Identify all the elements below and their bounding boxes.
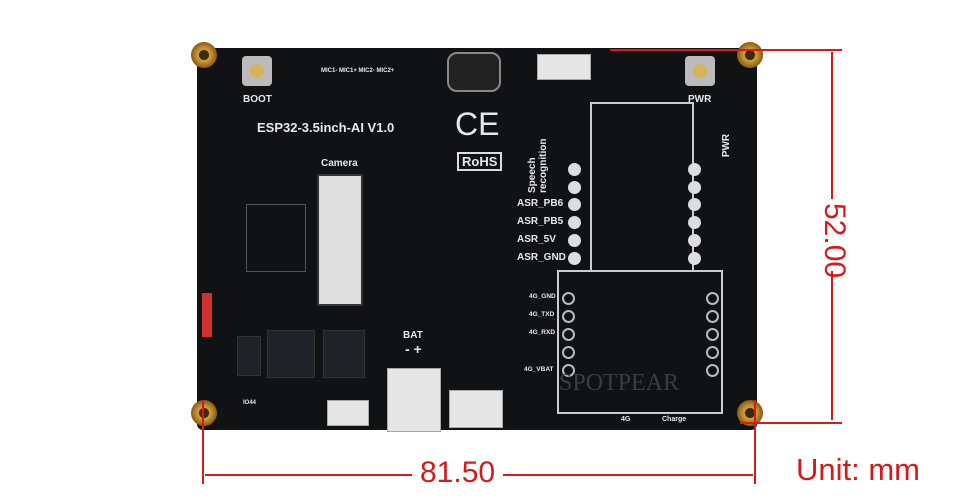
camera-connector	[317, 174, 363, 306]
ce-mark: CE	[455, 106, 500, 142]
recognition-text: recognition	[538, 138, 549, 193]
small-connector	[327, 400, 369, 426]
4g-label: 4G_GND	[529, 293, 556, 300]
spotpear-watermark: SPOTPEAR	[559, 370, 680, 396]
pwr-side-label: PWR	[721, 133, 733, 158]
camera-label: Camera	[321, 158, 358, 169]
asr-pad	[568, 234, 581, 247]
pin-hole	[706, 328, 719, 341]
top-extension-line	[610, 49, 842, 51]
standoff-bottom-left	[191, 400, 217, 426]
right-extension-line	[754, 400, 756, 484]
charge-label: Charge	[662, 416, 687, 423]
speech-module-outline	[590, 102, 694, 272]
pin-hole	[706, 346, 719, 359]
4g-label: 4G_RXD	[529, 329, 556, 336]
standoff-top-right	[737, 42, 763, 68]
side-sticker	[202, 293, 212, 337]
pad	[688, 198, 701, 211]
pad	[688, 163, 701, 176]
boot-button	[242, 56, 272, 86]
standoff-top-left	[191, 42, 217, 68]
left-extension-line	[202, 400, 204, 484]
chip-outline	[246, 204, 306, 272]
asr-label: ASR_5V	[517, 234, 556, 245]
standoff-bottom-right	[737, 400, 763, 426]
asr-pad	[568, 163, 581, 176]
rohs-label: RoHS	[457, 152, 503, 171]
4g-bottom-label: 4G	[621, 416, 631, 423]
battery-connector	[387, 368, 441, 432]
top-connector	[537, 54, 591, 80]
asr-pad	[568, 252, 581, 265]
pcb-board: BOOT PWR MIC1- MIC1+ MIC2- MIC2+ ESP32-3…	[191, 42, 763, 432]
pad	[688, 252, 701, 265]
pad	[688, 234, 701, 247]
board-model: ESP32-3.5inch-AI V1.0	[257, 120, 395, 135]
4g-label: 4G_VBAT	[524, 366, 554, 373]
memory-chip	[323, 330, 365, 378]
usb-c-port	[447, 52, 501, 92]
unit-label: Unit: mm	[796, 452, 920, 487]
pad	[688, 216, 701, 229]
small-chip	[237, 336, 261, 376]
4g-label: 4G_TXD	[529, 311, 555, 318]
pin-hole	[562, 292, 575, 305]
mic-labels: MIC1- MIC1+ MIC2- MIC2+	[321, 68, 395, 74]
asr-pad	[568, 181, 581, 194]
asr-pad	[568, 198, 581, 211]
asr-label: ASR_GND	[517, 252, 566, 263]
pin-hole	[562, 346, 575, 359]
asr-label: ASR_PB6	[517, 198, 564, 209]
bat-polarity: - +	[405, 341, 422, 357]
pin-hole	[562, 310, 575, 323]
pin-hole	[706, 364, 719, 377]
asr-label: ASR_PB5	[517, 216, 564, 227]
asr-pad	[568, 216, 581, 229]
bat-label: BAT	[403, 330, 423, 341]
boot-label: BOOT	[243, 94, 272, 105]
esp32-chip	[267, 330, 315, 378]
speech-text: Speech	[527, 157, 538, 193]
io-label: IO44	[243, 400, 257, 406]
pin-hole	[706, 292, 719, 305]
width-value: 81.50	[412, 456, 504, 490]
side-connector	[449, 390, 503, 428]
pwr-label: PWR	[688, 94, 712, 105]
pin-hole	[706, 310, 719, 323]
height-value: 52.00	[815, 199, 853, 278]
bottom-extension-line	[740, 422, 842, 424]
pin-hole	[562, 328, 575, 341]
pwr-button	[685, 56, 715, 86]
pad	[688, 181, 701, 194]
4g-module-outline	[557, 270, 723, 414]
pin-hole	[562, 364, 575, 377]
